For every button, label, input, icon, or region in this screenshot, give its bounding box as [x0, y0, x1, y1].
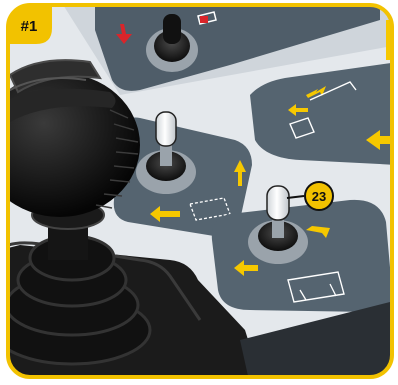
lower-control-plate: [212, 200, 392, 312]
lever1-handle[interactable]: [156, 112, 176, 146]
lever23-handle[interactable]: [267, 186, 289, 220]
red-marker-icon: [200, 16, 208, 23]
top-lever-shaft: [163, 14, 181, 44]
corner-badge-label: #1: [21, 18, 38, 35]
corner-badge: #1: [8, 5, 52, 44]
callout-number-label: 23: [312, 189, 326, 204]
